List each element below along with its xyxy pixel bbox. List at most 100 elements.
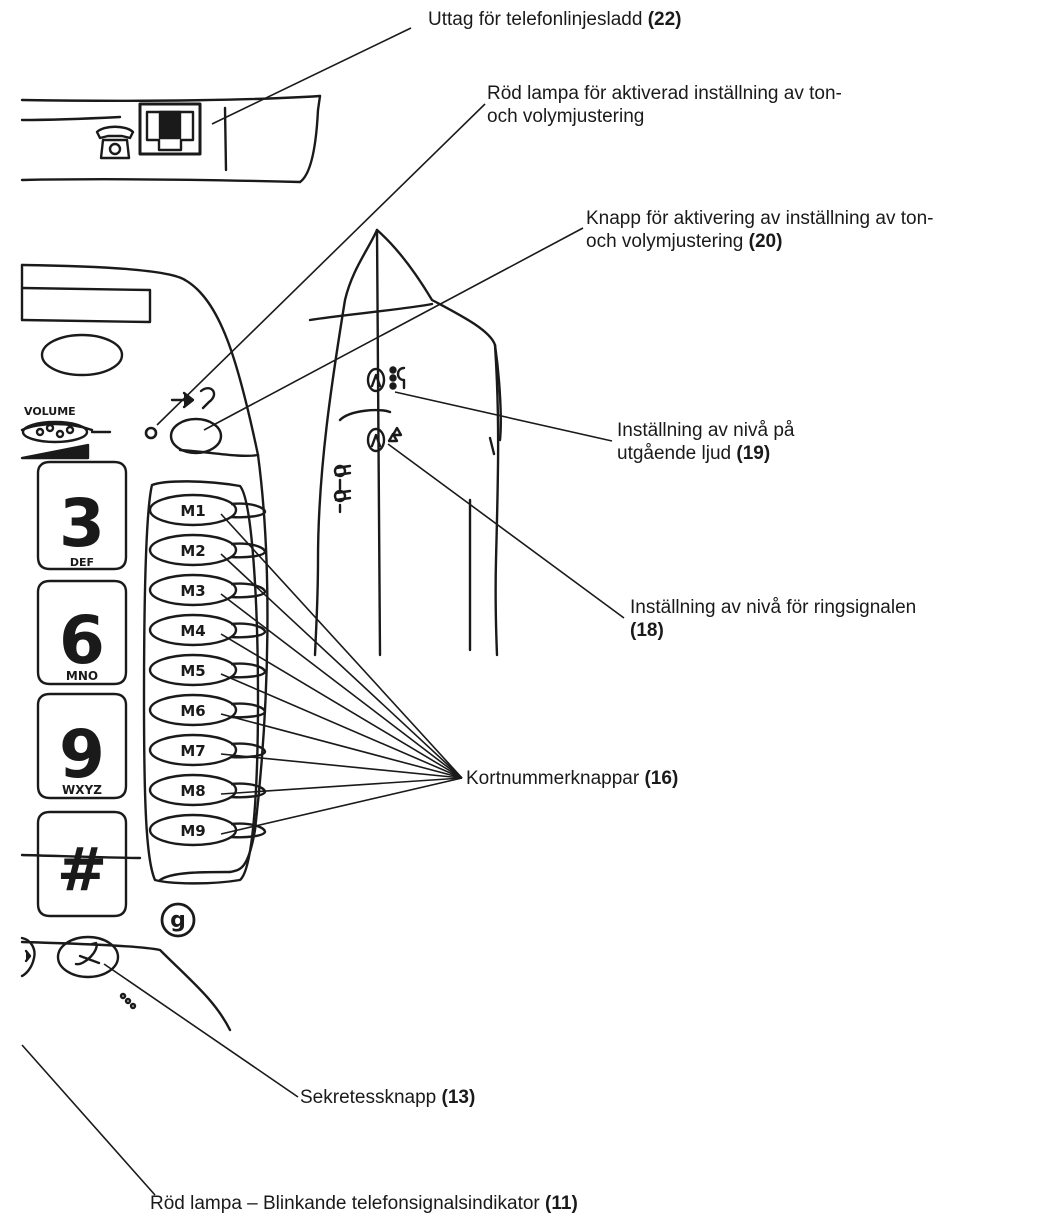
label-tone-volume-button-line2-wrap: och volymjustering (20): [586, 230, 933, 253]
memory-key-5-frame: [148, 653, 238, 687]
memory-key-6-tab: [230, 702, 267, 719]
memory-key-6-frame: [148, 693, 238, 727]
leader-line-ringer: [387, 443, 625, 619]
key-3-letters: DEF: [70, 556, 94, 569]
brand-logo-letter: g: [170, 908, 186, 933]
key-9-digit: 9: [59, 716, 105, 793]
memory-key-1-tab: [230, 502, 267, 519]
memory-key-label: M2: [180, 542, 205, 560]
leader-line-memory-key-5: [220, 673, 463, 779]
label-speed-dial: Kortnummerknappar (16): [466, 767, 678, 790]
label-outgoing-level-line2: utgående ljud: [617, 443, 732, 464]
key-3-digit: 3: [59, 485, 105, 562]
mute-handset-icon: [74, 941, 101, 966]
function-button: [40, 333, 124, 377]
leader-line-outgoing: [394, 391, 613, 442]
brand-logo-icon: [160, 902, 196, 938]
key-9-letters: WXYZ: [62, 783, 102, 797]
left-round-button: [20, 936, 36, 978]
volume-label: VOLUME: [24, 405, 76, 418]
label-outgoing-level-line2-wrap: utgående ljud (19): [617, 442, 794, 465]
key-6-letters: MNO: [66, 669, 98, 683]
memory-key-1: M1: [148, 493, 267, 527]
memory-key-label: M6: [180, 702, 205, 720]
tone-volume-button: [169, 417, 223, 455]
leader-line-jack: [211, 27, 412, 125]
label-tone-volume-lamp: Röd lampa för aktiverad inställning av t…: [487, 82, 842, 128]
memory-key-7: M7: [148, 733, 267, 767]
leader-line-memory-key-3: [220, 593, 463, 779]
line-cord-jack: [138, 102, 202, 156]
leader-line-memory-key-2: [220, 553, 463, 779]
memory-key-5: M5: [148, 653, 267, 687]
leader-line-memory-key-7: [220, 753, 463, 779]
memory-key-9: M9: [148, 813, 267, 847]
label-tone-volume-button-ref: (20): [748, 231, 783, 252]
number-keys: [36, 460, 128, 918]
memory-key-label: M3: [180, 582, 205, 600]
memory-key-8-tab: [230, 782, 267, 799]
label-ring-indicator: Röd lampa – Blinkande telefonsignalsindi…: [150, 1192, 578, 1215]
tone-volume-lamp: [144, 426, 158, 440]
leader-line-memory-key-1: [220, 513, 463, 779]
memory-key-2-frame: [148, 533, 238, 567]
handset-side-profile: [308, 228, 502, 657]
leader-line-indicator: [21, 1044, 156, 1196]
leader-lines-speed-dial: [220, 513, 463, 835]
memory-key-1-frame: [148, 493, 238, 527]
volume-control: [20, 420, 112, 460]
label-tone-volume-button-line1: Knapp för aktivering av inställning av t…: [586, 208, 934, 229]
memory-key-5-tab: [230, 662, 267, 679]
label-ring-indicator-ref: (11): [545, 1193, 578, 1214]
label-line-cord-jack-ref: (22): [647, 9, 682, 30]
memory-key-label: M4: [180, 622, 205, 640]
label-speed-dial-text: Kortnummerknappar: [466, 768, 640, 789]
memory-key-4-tab: [230, 622, 267, 639]
memory-key-2: M2: [148, 533, 267, 567]
label-ringer-level-line1: Inställning av nivå för ringsignalen: [630, 597, 917, 618]
label-mute-ref: (13): [441, 1087, 476, 1108]
label-tone-volume-button-line2: och volymjustering: [586, 231, 744, 252]
memory-key-panel: [142, 480, 260, 885]
key-9-frame: [36, 692, 128, 800]
label-speed-dial-ref: (16): [644, 768, 679, 789]
label-tone-volume-lamp-line2: och volymjustering: [487, 106, 645, 127]
ringer-level-slider: [366, 426, 403, 453]
memory-key-4: M4: [148, 613, 267, 647]
label-ring-indicator-text: Röd lampa – Blinkande telefonsignalsindi…: [150, 1193, 540, 1214]
leader-line-button: [203, 227, 584, 431]
key-3-frame: [36, 460, 128, 571]
memory-key-8-frame: [148, 773, 238, 807]
memory-key-3-tab: [230, 582, 267, 599]
outgoing-level-slider: [366, 366, 406, 393]
mute-button: [56, 935, 120, 979]
memory-key-9-tab: [230, 822, 267, 839]
label-ringer-level-ref: (18): [630, 620, 664, 641]
label-outgoing-level-ref: (19): [736, 443, 771, 464]
key-hash-frame: [36, 810, 128, 918]
label-tone-volume-button: Knapp för aktivering av inställning av t…: [586, 207, 933, 253]
memory-key-3-frame: [148, 573, 238, 607]
leader-line-memory-key-9: [220, 777, 463, 835]
leader-line-memory-key-8: [220, 777, 463, 795]
memory-key-7-frame: [148, 733, 238, 767]
key-6-frame: [36, 579, 128, 686]
ring-indicator-dots: [119, 992, 137, 1010]
memory-key-3: M3: [148, 573, 267, 607]
key-hash-digit: #: [57, 835, 107, 905]
label-tone-volume-lamp-line1: Röd lampa för aktiverad inställning av t…: [487, 83, 842, 104]
leader-line-lamp: [156, 103, 486, 426]
memory-key-label: M8: [180, 782, 205, 800]
label-ringer-level: Inställning av nivå för ringsignalen (18…: [630, 596, 916, 642]
leader-line-mute: [103, 963, 299, 1098]
memory-key-4-frame: [148, 613, 238, 647]
key-6-digit: 6: [59, 602, 105, 679]
leader-lines: [21, 27, 625, 1196]
memory-key-6: M6: [148, 693, 267, 727]
memory-key-label: M1: [180, 502, 205, 520]
memory-key-label: M9: [180, 822, 205, 840]
left-button-arrow-icon: [24, 949, 32, 963]
leader-line-memory-key-6: [220, 713, 463, 779]
